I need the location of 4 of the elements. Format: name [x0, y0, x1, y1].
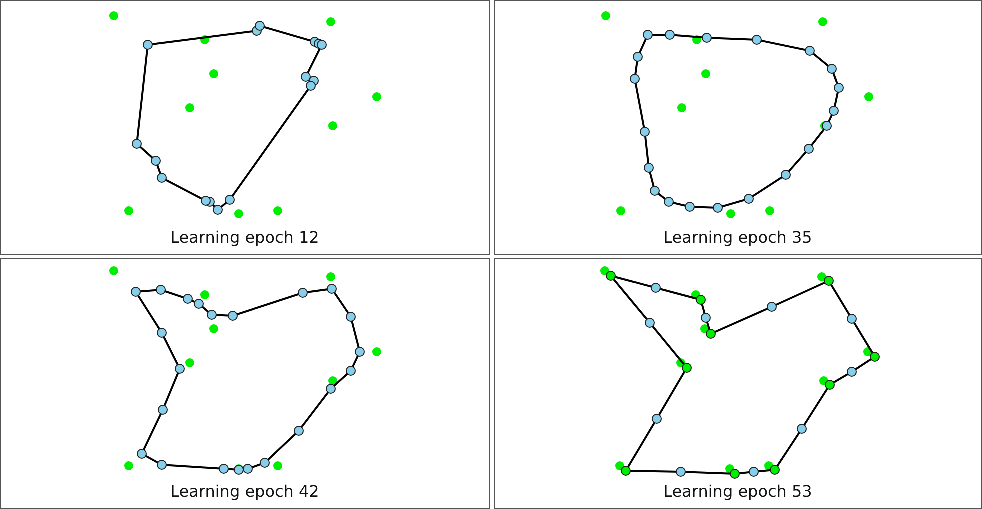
plot-caption: Learning epoch 53 — [664, 482, 812, 501]
plot-caption: Learning epoch 12 — [170, 228, 320, 247]
plot-caption: Learning epoch 35 — [664, 228, 812, 247]
plot-caption: Learning epoch 42 — [170, 482, 320, 501]
